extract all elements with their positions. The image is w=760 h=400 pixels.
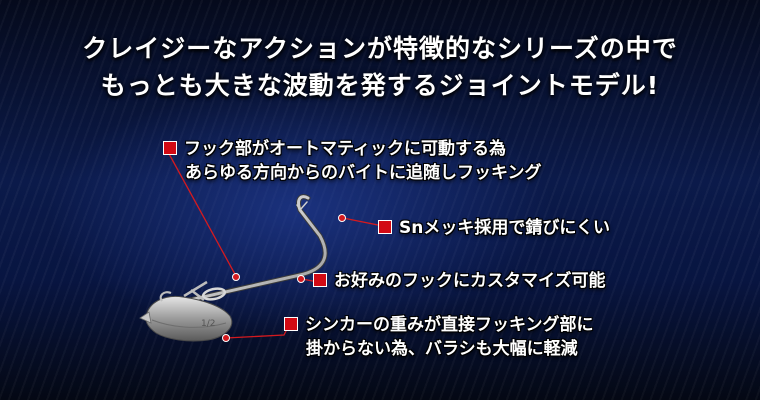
leader-line-4 bbox=[225, 322, 291, 339]
feature-4-line-1: シンカーの重みが直接フッキング部に bbox=[305, 315, 594, 335]
feature-1-line-2: あらゆる方向からのバイトに追随しフッキング bbox=[185, 163, 542, 183]
leader-dot-1 bbox=[232, 273, 240, 281]
feature-marker-2 bbox=[378, 220, 392, 234]
feature-marker-4 bbox=[284, 317, 298, 331]
sinker-imprint: 1/2 bbox=[201, 319, 215, 329]
leader-dot-4 bbox=[222, 334, 230, 342]
joint-link bbox=[183, 280, 227, 301]
feature-marker-3 bbox=[313, 273, 327, 287]
feature-callout-4: シンカーの重みが直接フッキング部に 掛からない為、バラシも大幅に軽減 bbox=[284, 313, 594, 361]
feature-4-line-2: 掛からない為、バラシも大幅に軽減 bbox=[306, 339, 578, 359]
leader-dot-2 bbox=[338, 214, 346, 222]
leader-line-1 bbox=[167, 151, 237, 277]
headline-line-1: クレイジーなアクションが特徴的なシリーズの中で bbox=[82, 34, 678, 63]
headline-line-2: もっとも大きな波動を発するジョイントモデル! bbox=[100, 71, 660, 100]
leader-dots bbox=[222, 214, 346, 342]
feature-3-line-1: お好みのフックにカスタマイズ可能 bbox=[334, 271, 606, 291]
leader-dot-3 bbox=[297, 275, 305, 283]
feature-callout-1: フック部がオートマティックに可動する為 あらゆる方向からのバイトに追随しフッキン… bbox=[163, 137, 542, 185]
hook bbox=[187, 194, 328, 303]
feature-callout-3: お好みのフックにカスタマイズ可能 bbox=[313, 269, 606, 293]
feature-marker-1 bbox=[163, 141, 177, 155]
feature-callout-2: Snメッキ採用で錆びにくい bbox=[378, 216, 610, 240]
leader-line-2 bbox=[342, 217, 384, 227]
feature-2-line-1: Snメッキ採用で錆びにくい bbox=[399, 218, 611, 238]
feature-1-line-1: フック部がオートマティックに可動する為 bbox=[184, 139, 506, 159]
headline: クレイジーなアクションが特徴的なシリーズの中で もっとも大きな波動を発するジョイ… bbox=[0, 30, 760, 104]
sinker-head: 1/2 bbox=[139, 291, 233, 342]
